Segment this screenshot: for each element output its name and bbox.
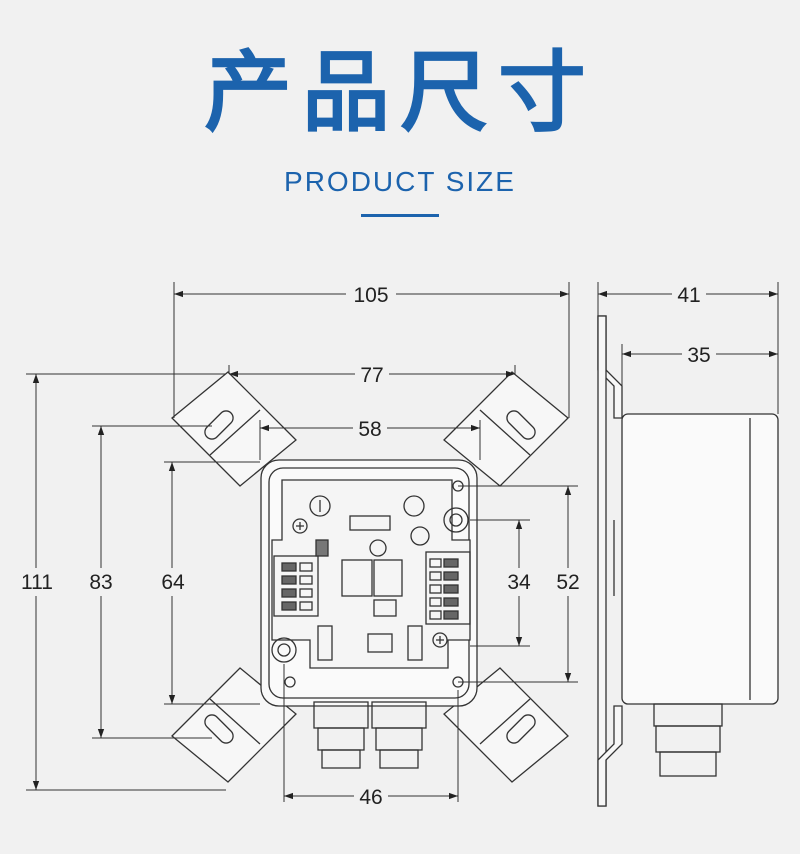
terminal-block-left bbox=[273, 555, 319, 617]
label-right bbox=[407, 625, 423, 661]
ground-icon-center bbox=[369, 539, 387, 557]
title-underline bbox=[361, 214, 439, 217]
dim-label-35: 35 bbox=[687, 344, 710, 367]
dim-label-34: 34 bbox=[507, 571, 531, 594]
label-left bbox=[317, 625, 333, 661]
dim-label-41: 41 bbox=[677, 284, 700, 307]
regulator-chip bbox=[341, 559, 373, 597]
dim-label-64: 64 bbox=[161, 571, 185, 594]
bracket-top-right bbox=[443, 371, 569, 487]
ground-icon-right bbox=[403, 495, 425, 517]
dim-label-83: 83 bbox=[89, 571, 112, 594]
pcb-mount-hole-tr bbox=[443, 507, 469, 533]
screw-icon-right bbox=[432, 632, 448, 648]
fuse-component bbox=[349, 515, 391, 531]
connector-small bbox=[315, 539, 329, 557]
dim-label-111: 111 bbox=[21, 571, 53, 594]
dim-label-77: 77 bbox=[360, 364, 383, 387]
dim-label-46: 46 bbox=[359, 786, 382, 809]
bracket-top-left bbox=[171, 371, 297, 487]
pcb-mount-hole-bl bbox=[271, 637, 297, 663]
page-subtitle: PRODUCT SIZE bbox=[284, 166, 516, 197]
side-cable-gland bbox=[653, 703, 723, 727]
side-enclosure bbox=[621, 413, 779, 705]
ground-icon-left bbox=[309, 495, 331, 517]
dim-label-58: 58 bbox=[358, 418, 381, 441]
ic-chip-bottom bbox=[367, 633, 393, 653]
screw-icon-left bbox=[292, 518, 308, 534]
terminal-block-right bbox=[425, 551, 471, 625]
front-view bbox=[171, 371, 569, 783]
ic-chip-top bbox=[373, 599, 397, 617]
screw-icon-mid bbox=[410, 526, 430, 546]
dim-label-52: 52 bbox=[556, 571, 579, 594]
dim-label-105: 105 bbox=[353, 284, 388, 307]
capacitor-box bbox=[373, 559, 403, 597]
side-view bbox=[597, 315, 779, 807]
lid-screw-bl bbox=[284, 676, 296, 688]
page-title: 产品尺寸 bbox=[203, 41, 596, 144]
